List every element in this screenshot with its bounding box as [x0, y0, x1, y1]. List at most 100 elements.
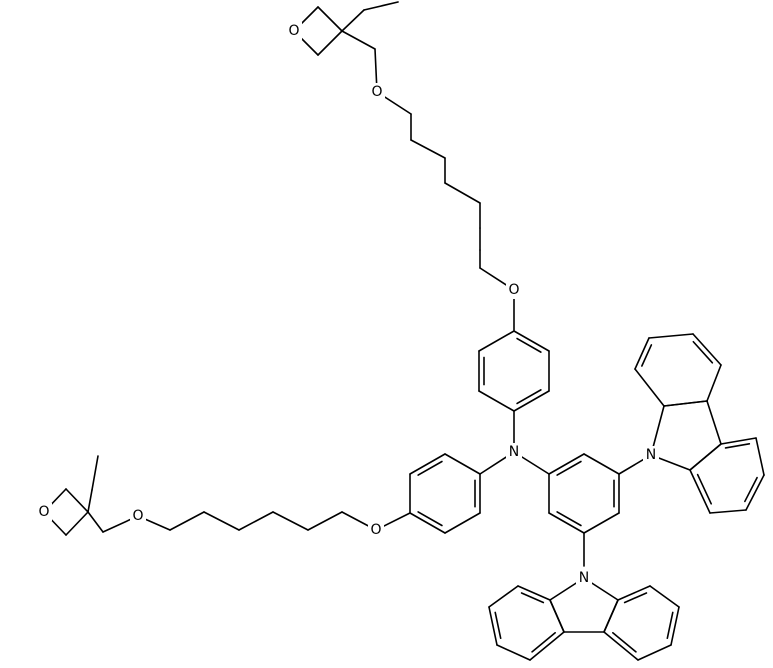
left-phenyl-bond [409, 453, 446, 475]
left-phenyl-bond [444, 453, 481, 475]
upper-phenyl-bond [513, 330, 550, 352]
lower-carbazole-ring-a-double-bond [520, 592, 545, 604]
left-phenyl-double-bond [417, 460, 443, 476]
lower-carbazole-ring-b-bond [649, 585, 680, 608]
lower-methylene [87, 511, 104, 533]
lower-carbazole-nitrogen-atom: N [576, 569, 592, 587]
upper-carbazole-ring-a-bond [706, 364, 722, 402]
central-benzene-bond [548, 453, 585, 475]
upper-carbazole-nitrogen-label: N [646, 447, 656, 463]
upper-carbazole-ring-b-bond [689, 469, 711, 514]
lower-hexyl [238, 511, 274, 531]
lower-aryl-oxygen-atom: O [368, 521, 384, 539]
upper-oxetane-oxygen-label: O [288, 23, 299, 39]
atom-label-background [369, 83, 385, 101]
lower-hexyl [203, 511, 240, 531]
upper-carbazole-ring-b-double-bond [744, 476, 758, 503]
upper-phenyl-bond [478, 390, 515, 412]
lower-ether-oxygen-atom: O [130, 507, 146, 525]
bond-layer [43, 1, 765, 661]
lower-carbazole-ring-a-bond [517, 585, 551, 601]
upper-carbazole-ring-a-double-bond [692, 340, 714, 364]
atom-label-background [130, 507, 146, 525]
central-benzene-bond [583, 512, 620, 534]
atom-label-layer: O O O N O O O N N [36, 22, 659, 587]
lower-carbazole-ring-a-bond [488, 606, 498, 646]
upper-aryl-oxygen-atom: O [506, 281, 522, 299]
amine-nitrogen-atom: N [506, 443, 522, 461]
upper-carbazole-ring-b-bond [689, 443, 722, 471]
lower-carbazole-ring-b-bond [670, 606, 680, 646]
upper-carbazole-ring-a-bond [634, 368, 665, 407]
lower-ethyl [91, 455, 99, 491]
upper-carbazole-ring-a-bond [634, 337, 650, 370]
lower-carbazole-ring-b-double-bond [612, 631, 637, 653]
lower-carbazole-nitrogen-label: N [579, 570, 589, 586]
upper-hexyl [410, 139, 446, 159]
lower-oxetane-oxygen-label: O [38, 504, 49, 520]
lower-oxetane-bond [65, 511, 89, 536]
lower-carbazole-ring-a-bond [496, 644, 531, 661]
lower-carbazole-ring-b-bond [603, 631, 639, 661]
upper-oxetane-bond [317, 6, 343, 32]
lower-carbazole-ring-a-double-bond [531, 631, 556, 653]
lower-hexyl [169, 511, 205, 531]
atom-label-background [506, 281, 522, 299]
upper-methylene [341, 30, 376, 50]
upper-carbazole-ring-b-bond [745, 474, 765, 511]
upper-carbazole-pyrrole-bond [706, 400, 722, 445]
upper-carbazole-nitrogen-atom: N [643, 446, 659, 464]
atom-label-background [576, 569, 592, 587]
upper-carbazole-ring-a-bond [648, 333, 694, 339]
upper-ether-oxygen-atom: O [369, 83, 385, 101]
lower-carbazole-ring-b-bond [603, 599, 619, 633]
lower-carbazole-ring-b-bond [617, 585, 651, 601]
atom-label-background [643, 446, 659, 464]
upper-carbazole-ring-a-bond [692, 333, 722, 366]
upper-phenyl-double-bond [516, 337, 542, 353]
upper-ether-oxygen-label: O [371, 84, 382, 100]
lower-carbazole-ring-a-bond [488, 585, 519, 608]
lower-ether-oxygen-label: O [132, 508, 143, 524]
upper-ethyl [363, 1, 399, 11]
lower-oxetane-oxygen-atom: O [36, 503, 52, 521]
lower-carbazole-ring-a-bond [529, 631, 565, 661]
upper-carbazole-ring-b-bond [720, 437, 757, 445]
upper-oxetane-oxygen-atom: O [286, 22, 302, 40]
atom-label-background [368, 521, 384, 539]
upper-phenyl-double-bond [516, 389, 542, 405]
central-benzene-double-bond [556, 511, 582, 527]
atom-label-background [286, 22, 302, 40]
upper-hexyl [444, 182, 481, 204]
upper-carbazole-ring-b-bond [755, 437, 765, 476]
upper-carbazole-ring-b-bond [709, 509, 747, 514]
upper-carbazole-ring-b-double-bond [724, 443, 751, 449]
upper-carbazole-ring-a-double-bond [641, 344, 653, 367]
lower-ethyl [87, 489, 93, 513]
upper-carbazole-ring-b-double-bond [696, 473, 713, 505]
lower-hexyl [307, 511, 343, 531]
amine-nitrogen-label: N [509, 444, 519, 460]
lower-carbazole-ring-b-double-bond [666, 611, 674, 640]
left-phenyl-bond [409, 512, 446, 534]
upper-oxetane-bond [317, 30, 343, 56]
left-phenyl-double-bond [417, 511, 443, 527]
upper-carbazole-ring-a-bond [663, 400, 708, 407]
atom-label-background [506, 443, 522, 461]
left-phenyl-bond [444, 512, 481, 534]
atom-label-background [36, 503, 52, 521]
upper-ethyl [341, 9, 365, 32]
central-benzene-double-bond [556, 460, 582, 476]
lower-aryl-oxygen-label: O [370, 522, 381, 538]
lower-carbazole-ring-b-bond [637, 644, 672, 661]
upper-aryl-oxygen-label: O [508, 282, 519, 298]
lower-oxetane-bond [65, 488, 89, 513]
lower-carbazole-ring-a-double-bond [494, 611, 502, 640]
central-benzene-bond [583, 453, 620, 475]
upper-phenyl-bond [513, 390, 550, 412]
lower-carbazole-ring-b-double-bond [623, 592, 648, 604]
central-benzene-bond [548, 512, 585, 534]
upper-phenyl-bond [478, 330, 515, 352]
